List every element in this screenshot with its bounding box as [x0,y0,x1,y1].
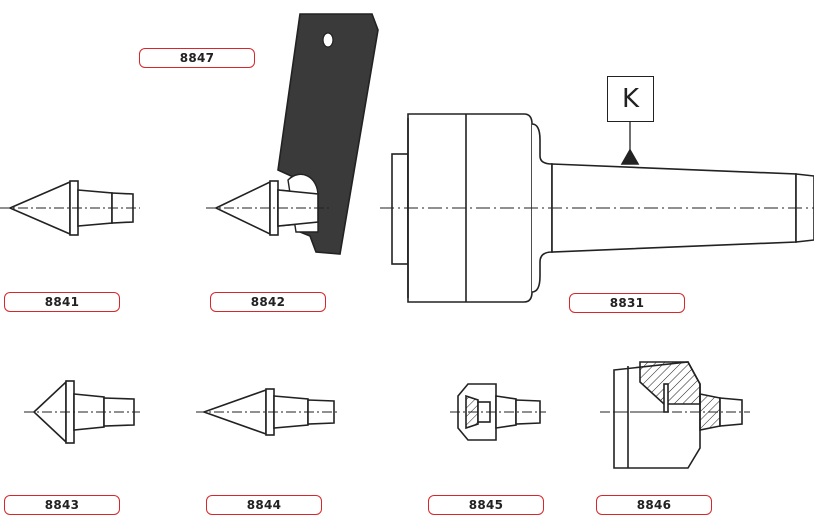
part-label-8842: 8842 [210,292,326,312]
center-8845-drawing [450,383,546,441]
part-label-8841: 8841 [4,292,120,312]
center-8846-drawing [600,361,750,469]
center-8841-drawing [0,180,140,236]
part-label-8845: 8845 [428,495,544,515]
part-label-8846: 8846 [596,495,712,515]
center-8844-drawing [196,388,340,436]
part-label-8844: 8844 [206,495,322,515]
center-8843-drawing [24,380,140,444]
part-label-8831: 8831 [569,293,685,313]
part-label-8847: 8847 [139,48,255,68]
callout-k-box: K [607,76,654,122]
part-label-8843: 8843 [4,495,120,515]
live-center-8831-drawing [380,113,814,303]
lathe-dog-8847-drawing [206,13,379,255]
